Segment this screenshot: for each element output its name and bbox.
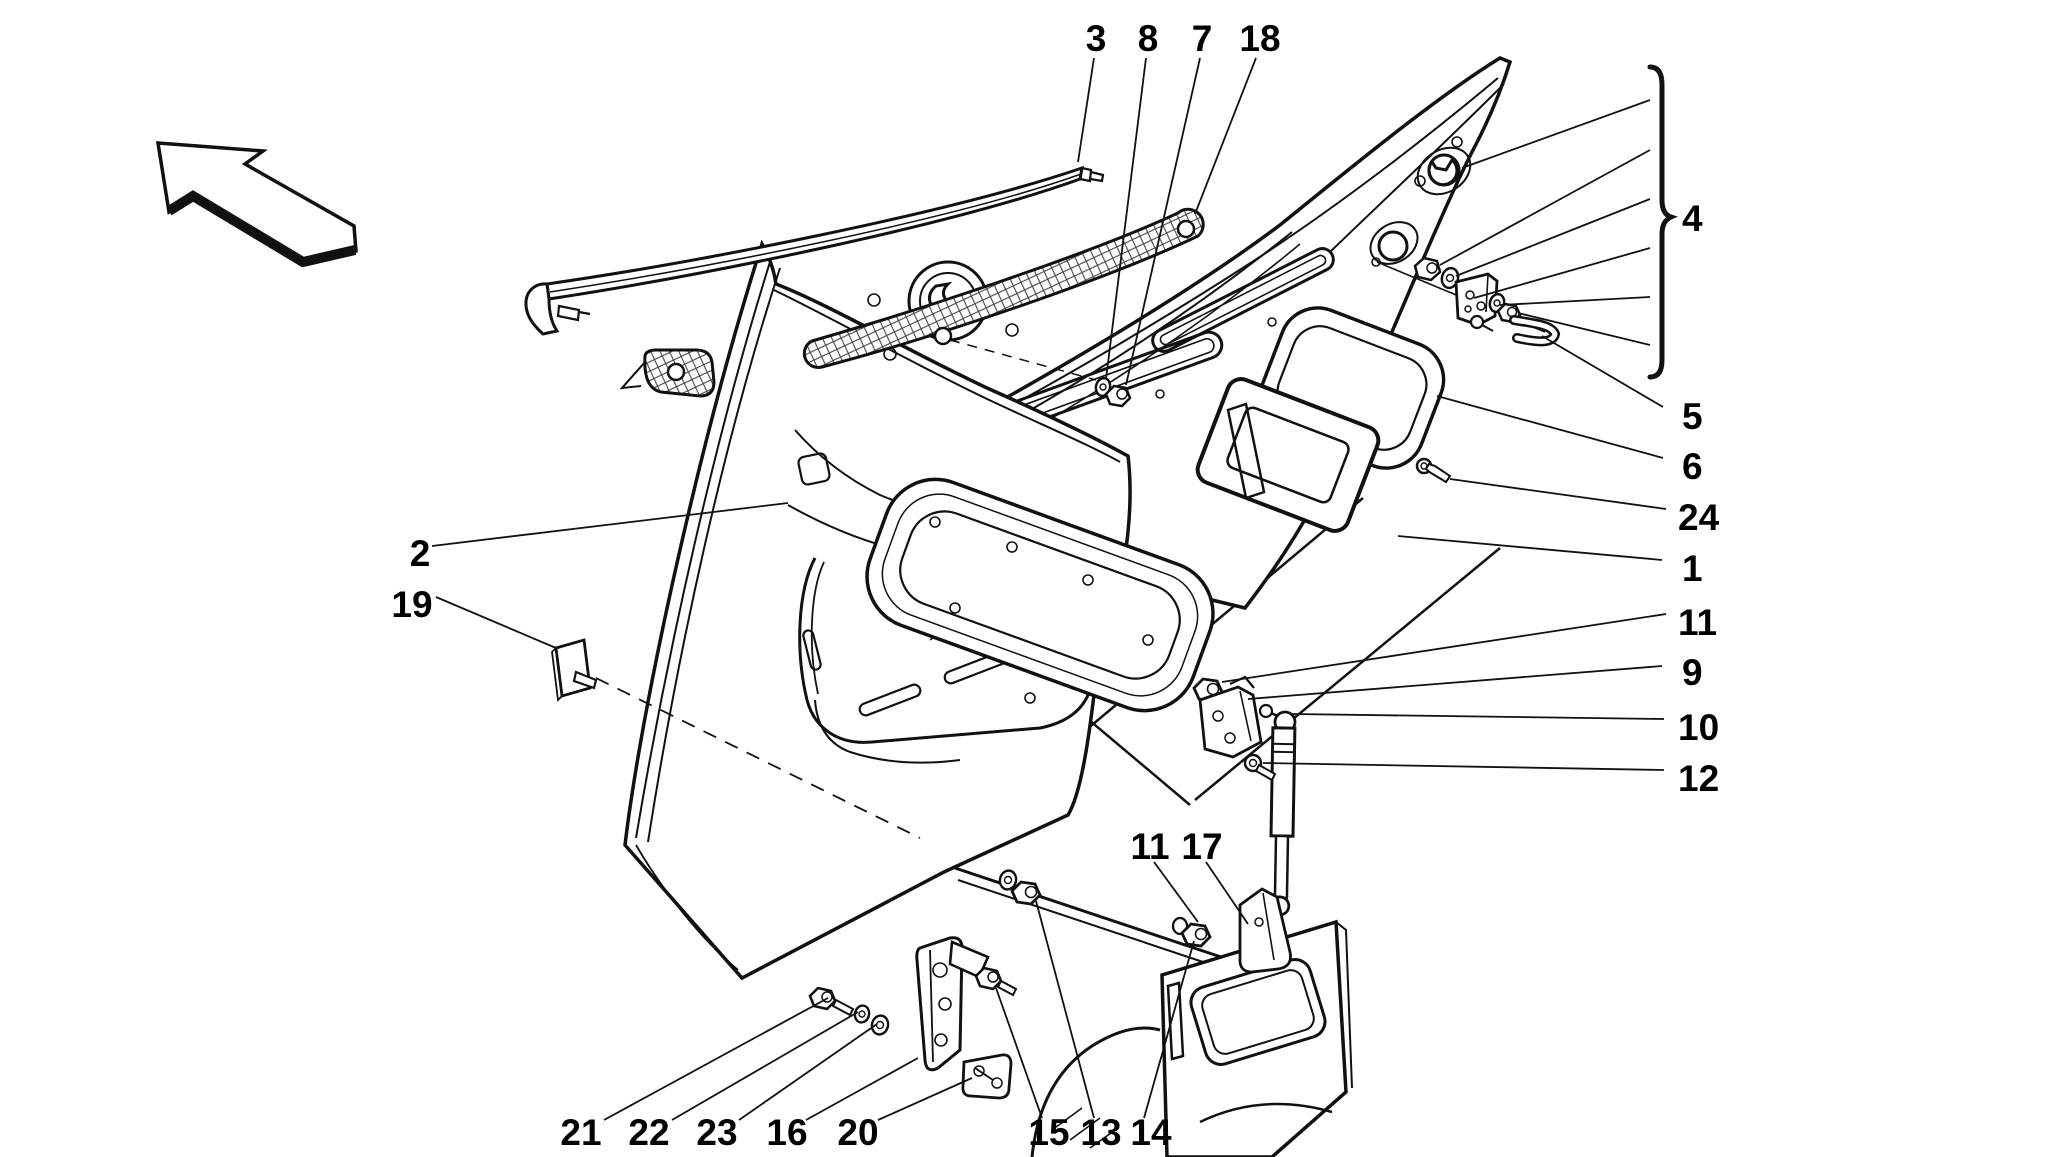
callout-6: 6 — [1682, 446, 1703, 487]
hinge-hardware-cluster — [1376, 256, 1561, 347]
callout-10: 10 — [1678, 707, 1719, 748]
callout-11-right: 11 — [1678, 602, 1717, 643]
brace-group-4 — [1647, 64, 1678, 380]
direction-arrow — [155, 141, 358, 268]
callout-23: 23 — [696, 1112, 737, 1153]
callout-1: 1 — [1682, 548, 1703, 589]
callout-7: 7 — [1192, 18, 1213, 59]
callout-14: 14 — [1130, 1112, 1172, 1153]
screw-24 — [1415, 457, 1452, 484]
callout-9: 9 — [1682, 652, 1703, 693]
callout-24: 24 — [1678, 497, 1720, 538]
callout-4: 4 — [1682, 198, 1703, 239]
callout-20: 20 — [837, 1112, 878, 1153]
callout-13: 13 — [1080, 1112, 1121, 1153]
callout-21: 21 — [560, 1112, 601, 1153]
callout-11-mid: 11 — [1130, 826, 1169, 867]
callout-17: 17 — [1181, 826, 1222, 867]
callout-22: 22 — [628, 1112, 669, 1153]
windshield-trim-strip — [524, 165, 1105, 336]
callout-5: 5 — [1682, 396, 1703, 437]
callout-15: 15 — [1028, 1112, 1069, 1153]
latch-window-frame — [1195, 377, 1381, 533]
callout-2: 2 — [410, 533, 431, 574]
hood-seal-gasket — [865, 477, 1215, 713]
lower-hinge-assembly — [808, 869, 1042, 1100]
callout-18: 18 — [1239, 18, 1280, 59]
callout-12: 12 — [1678, 758, 1719, 799]
callout-3: 3 — [1086, 18, 1107, 59]
callout-16: 16 — [766, 1112, 807, 1153]
body-front-frame — [954, 497, 1501, 1157]
retainer-plate-19 — [551, 638, 598, 702]
gas-strut-assembly — [1171, 675, 1297, 974]
callout-19: 19 — [391, 584, 432, 625]
callout-8: 8 — [1138, 18, 1159, 59]
leader-lines — [431, 57, 1667, 1121]
cowl-seal-strip — [802, 207, 1205, 381]
nut-washer-78 — [1094, 376, 1132, 408]
cowl-seal-strip-short — [619, 348, 716, 398]
callout-labels: 3 8 7 18 4 5 6 24 1 11 9 10 12 2 19 11 1… — [391, 18, 1719, 1153]
